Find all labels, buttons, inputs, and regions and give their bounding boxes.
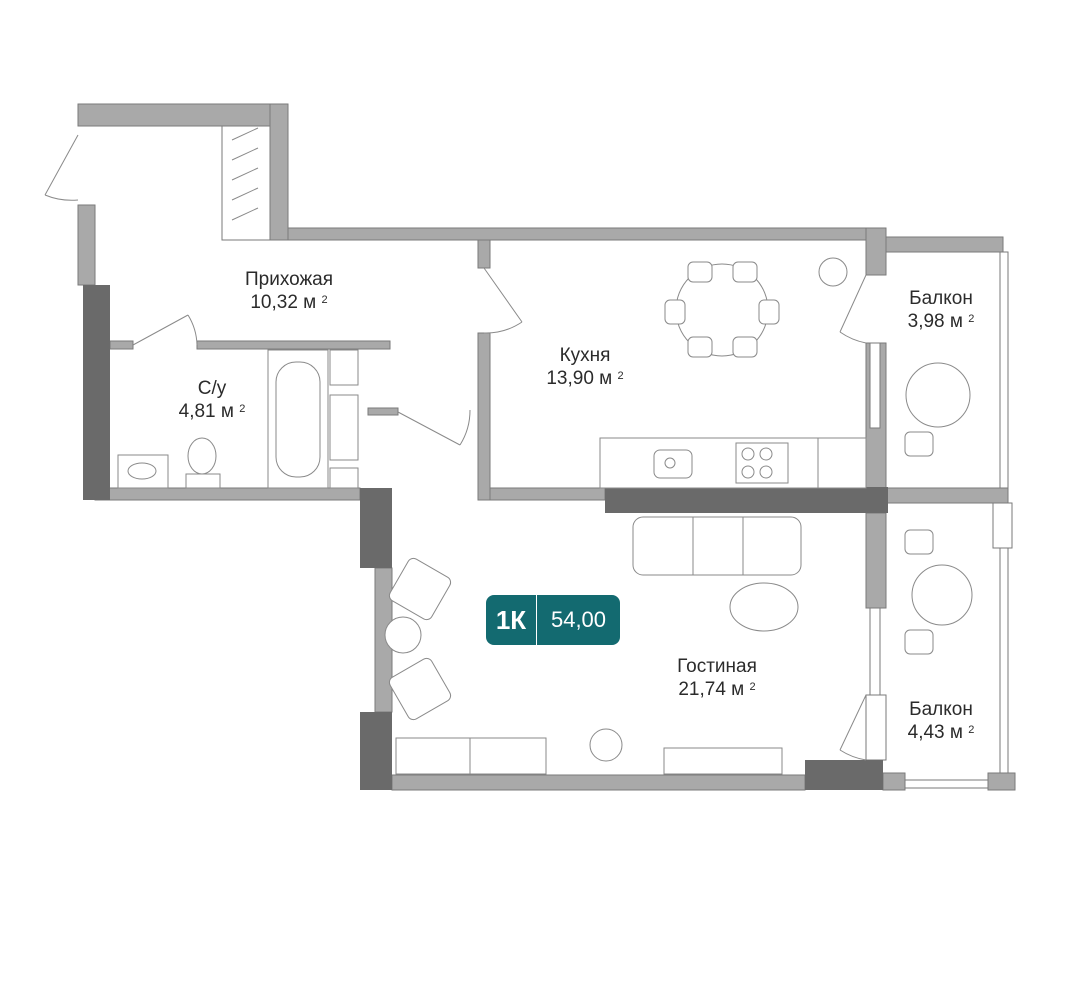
area-value: 4,43 м [907, 722, 963, 743]
area-value: 10,32 м [250, 292, 317, 313]
walls [77, 103, 1016, 791]
room-area: 21,74 м 2 [677, 678, 757, 701]
area-value: 13,90 м [546, 368, 613, 389]
area-unit: 2 [968, 724, 975, 736]
room-label-hallway: Прихожая 10,32 м 2 [245, 268, 333, 314]
area-unit: 2 [749, 681, 756, 693]
apartment-type: 1К [486, 595, 537, 645]
area-unit: 2 [321, 294, 328, 306]
area-unit: 2 [617, 370, 624, 382]
room-area: 3,98 м 2 [908, 310, 975, 333]
room-label-balcony-1: Балкон 3,98 м 2 [908, 287, 975, 333]
room-name: Кухня [559, 345, 611, 366]
area-unit: 2 [239, 403, 246, 415]
furniture [117, 257, 973, 775]
room-name: С/у [197, 378, 227, 399]
area-value: 21,74 м [678, 679, 745, 700]
area-unit: 2 [968, 313, 975, 325]
room-area: 4,43 м 2 [908, 721, 975, 744]
room-name: Балкон [909, 288, 973, 309]
room-name: Балкон [909, 699, 973, 720]
area-value: 4,81 м [178, 401, 234, 422]
room-area: 4,81 м 2 [179, 400, 246, 423]
apartment-badge: 1К 54,00 [486, 595, 620, 645]
room-area: 13,90 м 2 [546, 367, 623, 390]
area-value: 3,98 м [907, 311, 963, 332]
doors [44, 127, 867, 761]
room-area: 10,32 м 2 [245, 291, 333, 314]
room-name: Прихожая [244, 269, 334, 290]
room-label-kitchen: Кухня 13,90 м 2 [546, 344, 623, 390]
room-label-living-room: Гостиная 21,74 м 2 [677, 655, 757, 701]
dark-walls [83, 285, 888, 790]
apartment-total-area: 54,00 [550, 607, 607, 632]
room-name: Гостиная [677, 656, 757, 677]
room-label-balcony-2: Балкон 4,43 м 2 [908, 698, 975, 744]
room-label-bathroom: С/у 4,81 м 2 [179, 377, 246, 423]
